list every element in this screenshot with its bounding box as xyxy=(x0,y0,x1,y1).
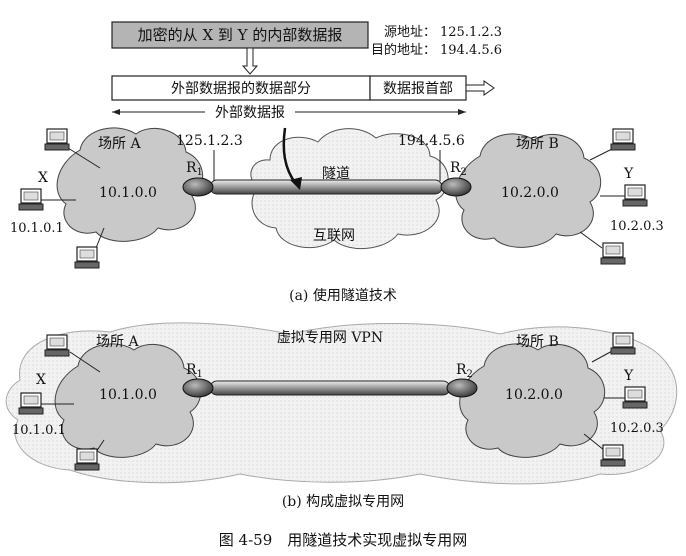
outer-header-label: 数据报首部 xyxy=(383,81,453,97)
host-pc-icon xyxy=(600,242,626,265)
host-pc-icon xyxy=(610,128,636,151)
src-address-label: 源地址： xyxy=(384,25,436,40)
host-x-ip: 10.1.0.1 xyxy=(12,423,66,438)
dst-address-label: 目的地址： xyxy=(371,42,436,58)
router-r2-icon xyxy=(440,177,472,197)
host-y-pc-icon xyxy=(622,184,648,207)
encrypted-packet-label: 加密的从 X 到 Y 的内部数据报 xyxy=(138,26,343,44)
dst-address-value: 194.4.5.6 xyxy=(440,43,502,58)
host-pc-icon xyxy=(44,334,70,357)
host-y-pc-icon xyxy=(622,386,648,409)
site-a-label: 场所 A xyxy=(98,136,141,152)
outer-data-part-label: 外部数据报的数据部分 xyxy=(171,81,311,97)
router-r1-icon xyxy=(182,177,214,197)
router-r1-icon xyxy=(182,378,214,398)
outer-packet-label: 外部数据报 xyxy=(215,105,285,121)
site-a-cloud xyxy=(56,127,204,242)
caption-b: (b) 构成虚拟专用网 xyxy=(282,494,404,510)
figure-caption: 图 4-59 用隧道技术实现虚拟专用网 xyxy=(219,531,467,549)
host-pc-icon xyxy=(600,444,626,467)
router-r1-ip: 125.1.2.3 xyxy=(176,133,243,149)
host-y-label: Y xyxy=(623,368,634,384)
internet-label: 互联网 xyxy=(313,228,355,244)
host-y-ip: 10.2.0.3 xyxy=(610,421,664,436)
host-x-label: X xyxy=(38,170,48,186)
site-b-cloud xyxy=(455,133,602,248)
site-b-cloud xyxy=(459,343,606,458)
router-r2-icon xyxy=(446,378,478,398)
encrypted-packet-box xyxy=(111,21,369,49)
host-x-ip: 10.1.0.1 xyxy=(10,221,64,236)
site-a-cloud xyxy=(54,343,202,458)
host-x-pc-icon xyxy=(18,188,44,211)
site-a-network: 10.1.0.0 xyxy=(99,185,157,201)
host-pc-icon xyxy=(74,246,100,269)
vpn-tunnel-pipe xyxy=(209,380,451,396)
router-r2-label: R2 xyxy=(456,362,473,380)
site-b-network: 10.2.0.0 xyxy=(501,185,559,201)
host-y-label: Y xyxy=(623,166,634,182)
site-a-network: 10.1.0.0 xyxy=(99,387,157,403)
host-pc-icon xyxy=(44,128,70,151)
router-r1-label: R1 xyxy=(186,160,203,178)
vpn-label: 虚拟专用网 VPN xyxy=(277,330,383,346)
down-arrow-icon xyxy=(241,47,259,75)
src-address-value: 125.1.2.3 xyxy=(440,25,502,40)
host-x-pc-icon xyxy=(18,392,44,415)
tunnel-pipe xyxy=(209,179,443,195)
host-x-label: X xyxy=(36,372,46,388)
tunnel-label: 隧道 xyxy=(322,166,350,182)
site-b-network: 10.2.0.0 xyxy=(505,387,563,403)
right-arrow-icon xyxy=(465,80,495,96)
outer-header-box xyxy=(369,75,467,101)
caption-a: (a) 使用隧道技术 xyxy=(289,287,397,304)
router-r2-label: R2 xyxy=(450,160,467,178)
router-r1-label: R1 xyxy=(186,362,203,380)
site-a-label: 场所 A xyxy=(96,334,139,350)
host-pc-icon xyxy=(610,332,636,355)
site-b-label: 场所 B xyxy=(516,334,559,350)
host-pc-icon xyxy=(74,448,100,471)
router-r2-ip: 194.4.5.6 xyxy=(398,133,465,149)
host-y-ip: 10.2.0.3 xyxy=(610,219,664,234)
outer-data-part-box xyxy=(111,75,371,101)
site-b-label: 场所 B xyxy=(516,136,559,152)
